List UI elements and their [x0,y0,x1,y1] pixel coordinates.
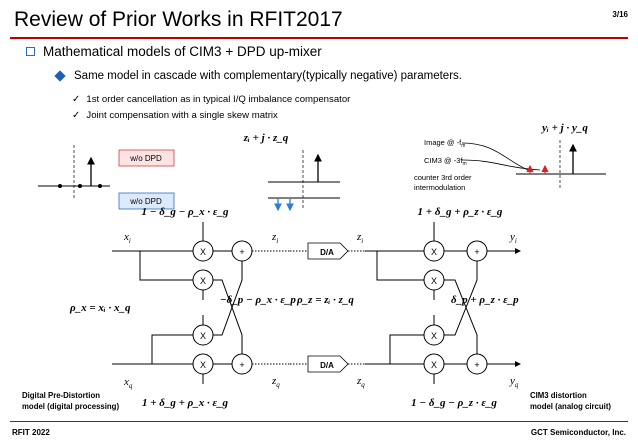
dac-i: D/A [290,242,349,260]
bullet-level3-1: ✓ 1st order cancellation as in typical I… [72,94,350,105]
cim3-caption-line1: CIM3 distortion [530,391,587,400]
cim3-model: 1 + δ_g + ρ_z · ε_g X X X X [296,206,521,409]
checkmark-icon: ✓ [72,110,81,121]
svg-text:CIM3 @ -3fm: CIM3 @ -3fm [424,156,467,167]
cim3-caption-line2: model (analog circuit) [530,402,611,411]
bullet-level3-text: Joint compensation with a single skew ma… [86,110,278,121]
svg-text:X: X [200,331,206,341]
title-divider [10,37,628,39]
checkmark-icon: ✓ [72,94,81,105]
bullet-level1: Mathematical models of CIM3 + DPD up-mix… [26,44,322,59]
page-number: 3/16 [612,10,628,19]
dpd-caption-line1: Digital Pre-Distortion [22,391,100,400]
bullet-level2-text: Same model in cascade with complementary… [74,70,462,82]
svg-text:1 + δ_g + ρ_z · ε_g: 1 + δ_g + ρ_z · ε_g [418,206,503,218]
wo-dpd-blue-label: w/o DPD [118,192,175,210]
svg-text:1 + δ_g + ρ_x · ε_g: 1 + δ_g + ρ_x · ε_g [142,397,229,409]
output-spectrum-notes: Image @ -fm CIM3 @ -3fm counter 3rd orde… [414,138,541,192]
svg-text:Image @ -fm: Image @ -fm [424,138,465,149]
svg-text:w/o DPD: w/o DPD [129,154,162,163]
svg-text:zq: zq [356,375,365,389]
svg-text:D/A: D/A [320,361,334,370]
dac-q: D/A [290,355,349,373]
svg-text:X: X [200,276,206,286]
dpd-caption-line2: model (digital processing) [22,402,119,411]
svg-text:+: + [239,360,244,370]
svg-text:+: + [474,247,479,257]
footer-divider [10,421,628,422]
svg-text:zq: zq [271,375,280,389]
svg-text:+: + [474,360,479,370]
svg-text:yi: yi [509,231,517,245]
svg-text:+: + [239,247,244,257]
svg-text:1 − δ_g − ρ_x · ε_g: 1 − δ_g − ρ_x · ε_g [142,206,229,218]
svg-text:yq: yq [509,375,519,389]
svg-text:−δ_p − ρ_x · ε_p: −δ_p − ρ_x · ε_p [220,294,296,306]
bullet-level2: Same model in cascade with complementary… [54,70,462,82]
svg-text:w/o DPD: w/o DPD [129,197,162,206]
svg-text:X: X [200,247,206,257]
z-complex-label: zᵢ + j · z_q [243,132,289,144]
svg-text:intermodulation: intermodulation [414,183,465,192]
svg-text:X: X [200,360,206,370]
svg-text:xi: xi [123,231,131,245]
footer-company: GCT Semiconductor, Inc. [530,428,626,437]
bullet-level1-text: Mathematical models of CIM3 + DPD up-mix… [43,44,322,59]
svg-text:X: X [431,276,437,286]
svg-text:X: X [431,331,437,341]
footer-conference: RFIT 2022 [12,428,50,437]
dpd-model: 1 − δ_g − ρ_x · ε_g xi xq [69,206,296,409]
square-bullet-icon [26,47,35,56]
svg-text:zi: zi [271,231,278,245]
svg-text:xq: xq [123,376,133,390]
svg-text:D/A: D/A [320,248,334,257]
svg-text:X: X [431,360,437,370]
bullet-level3-text: 1st order cancellation as in typical I/Q… [86,94,351,105]
page-title: Review of Prior Works in RFIT2017 [14,8,343,31]
output-spectrum: yᵢ + j · y_q [516,122,606,190]
svg-text:ρ_z = zᵢ · z_q: ρ_z = zᵢ · z_q [296,294,354,306]
svg-text:1 − δ_g − ρ_z · ε_g: 1 − δ_g − ρ_z · ε_g [411,397,497,409]
wo-dpd-red-label: w/o DPD [118,149,175,167]
svg-text:zi: zi [356,231,363,245]
svg-text:δ_p + ρ_z · ε_p: δ_p + ρ_z · ε_p [451,294,519,306]
svg-text:ρ_x = xᵢ · x_q: ρ_x = xᵢ · x_q [69,302,131,314]
dac-output-spectrum: zᵢ + j · z_q [243,132,340,212]
bullet-level3-2: ✓ Joint compensation with a single skew … [72,110,278,121]
y-complex-label: yᵢ + j · y_q [540,122,588,134]
input-spectrum [38,145,110,200]
svg-text:X: X [431,247,437,257]
svg-text:counter 3rd order: counter 3rd order [414,173,472,182]
